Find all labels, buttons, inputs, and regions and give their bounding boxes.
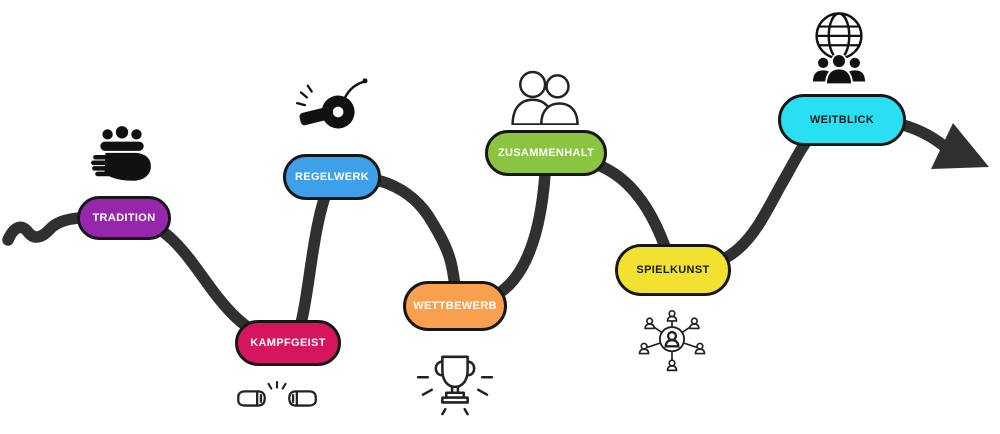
milestone-label: TRADITION (92, 212, 156, 224)
milestone-zusammenhalt: ZUSAMMENHALT (485, 130, 607, 176)
milestone-label: SPIELKUNST (636, 264, 710, 276)
milestone-label: KAMPFGEIST (250, 337, 326, 349)
milestone-tradition: TRADITION (77, 196, 171, 240)
milestone-label: REGELWERK (294, 171, 370, 183)
milestone-kampfgeist: KAMPFGEIST (235, 320, 341, 366)
arrow-right-icon (931, 123, 989, 169)
milestone-label: WEITBLICK (809, 114, 875, 126)
milestone-spielkunst: SPIELKUNST (615, 244, 731, 296)
milestone-wettbewerb: WETTBEWERB (403, 281, 507, 331)
fist-bump-icon (235, 381, 319, 415)
milestone-weitblick: WEITBLICK (778, 94, 906, 146)
milestone-regelwerk: REGELWERK (283, 154, 381, 200)
milestone-label: ZUSAMMENHALT (497, 147, 595, 159)
globe-team-icon (798, 9, 880, 87)
whistle-icon (296, 77, 370, 139)
care-hands-people-icon (89, 126, 155, 186)
milestone-label: WETTBEWERB (413, 300, 497, 312)
two-friends-icon (505, 63, 589, 125)
trophy-icon (412, 351, 498, 417)
people-network-icon (631, 309, 713, 373)
